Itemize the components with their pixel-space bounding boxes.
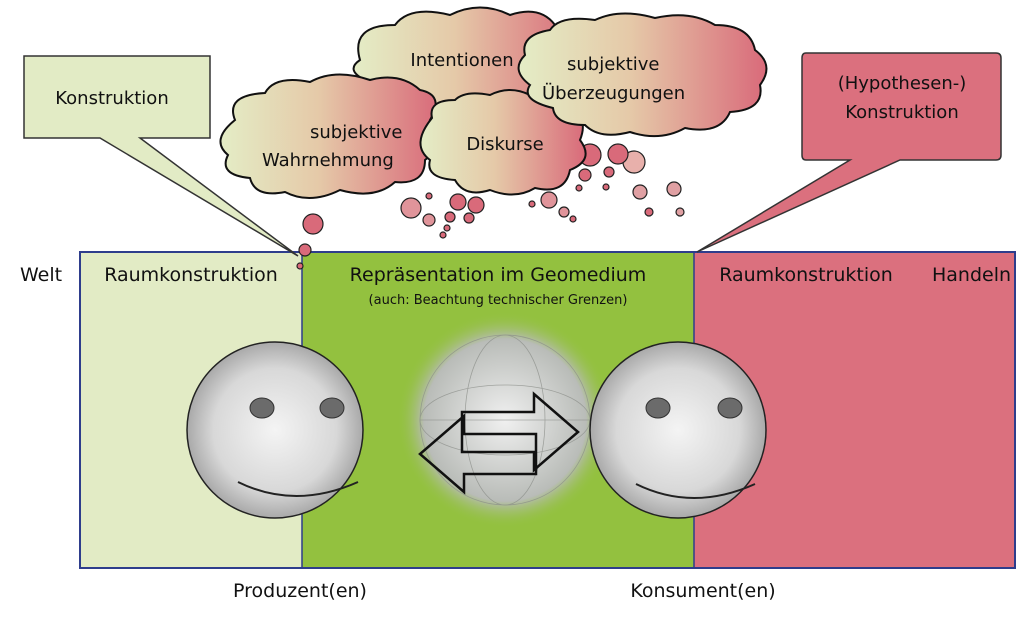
label-handeln: Handeln xyxy=(932,264,1011,286)
svg-text:Überzeugungen: Überzeugungen xyxy=(542,82,685,104)
middle-column-subtitle: (auch: Beachtung technischer Grenzen) xyxy=(369,293,628,308)
callout-left-text: Konstruktion xyxy=(55,88,168,109)
cloud-wahrnehmung: subjektive Wahrnehmung xyxy=(219,73,440,199)
right-column-title: Raumkonstruktion xyxy=(719,264,893,286)
cloud-diskurse: Diskurse xyxy=(419,89,587,196)
svg-text:Diskurse: Diskurse xyxy=(466,134,543,155)
svg-text:Intentionen: Intentionen xyxy=(410,50,513,71)
label-welt: Welt xyxy=(20,264,62,286)
consumer-smiley-icon xyxy=(589,341,767,519)
left-column-title: Raumkonstruktion xyxy=(104,264,278,286)
svg-text:Wahrnehmung: Wahrnehmung xyxy=(262,150,394,171)
label-consumer: Konsument(en) xyxy=(630,580,775,602)
svg-text:subjektive: subjektive xyxy=(567,54,660,75)
callout-right-line2: Konstruktion xyxy=(845,102,958,123)
producer-smiley-icon xyxy=(186,341,364,519)
svg-text:subjektive: subjektive xyxy=(310,122,403,143)
cloud-ueberzeugungen: subjektive Überzeugungen xyxy=(517,12,768,138)
main-frame xyxy=(79,251,1016,569)
callout-left: Konstruktion xyxy=(23,55,299,257)
label-producer: Produzent(en) xyxy=(233,580,367,602)
callout-right: (Hypothesen-) Konstruktion xyxy=(696,52,1002,253)
middle-column-title: Repräsentation im Geomedium xyxy=(350,264,647,286)
callout-right-line1: (Hypothesen-) xyxy=(838,73,967,94)
